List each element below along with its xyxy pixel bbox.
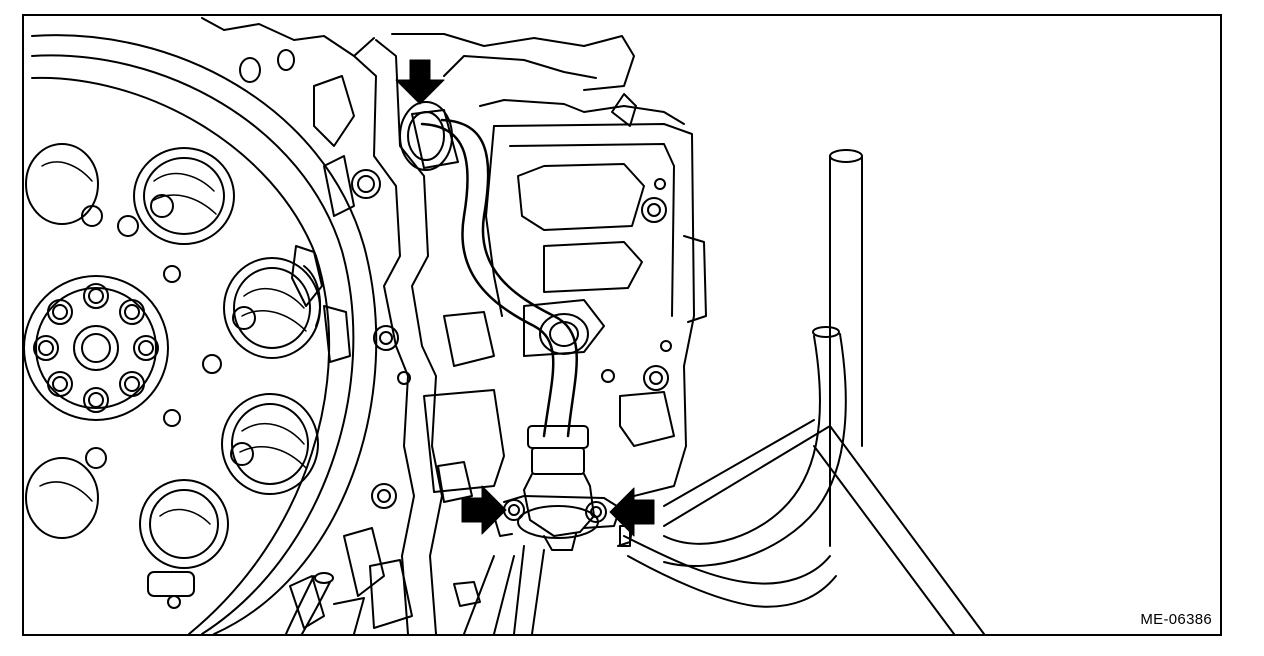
arrow-left-icon [609, 487, 655, 537]
illustration-frame: ME-06386 [22, 14, 1222, 636]
housing-right [391, 33, 707, 503]
figure-code: ME-06386 [1140, 611, 1212, 628]
drive-plate [24, 34, 378, 634]
hub-bolts [33, 283, 159, 413]
engine-illustration [24, 17, 985, 634]
arrow-right-icon [461, 485, 507, 535]
oil-pipe [399, 101, 635, 551]
arrow-down-icon [395, 59, 445, 105]
engine-stand [285, 149, 985, 634]
